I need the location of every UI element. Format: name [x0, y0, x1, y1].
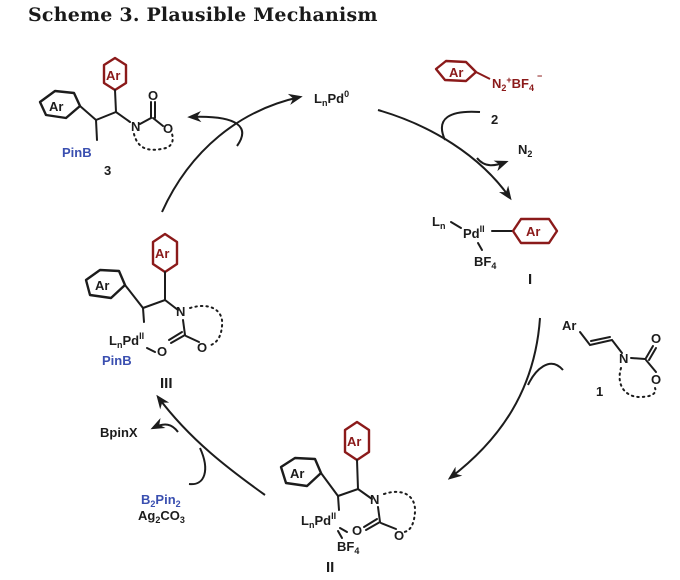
- svg-text:Ar: Ar: [49, 99, 63, 114]
- svg-text:Ar: Ar: [526, 224, 540, 239]
- reagents-b2pin2-ag2co3: B2Pin2 Ag2CO3: [138, 492, 185, 525]
- svg-text:PdII: PdII: [463, 224, 485, 241]
- n2-out-arrow: [476, 157, 509, 172]
- catalyst-lnpd0: LnPd0: [314, 89, 349, 108]
- svg-text:O: O: [197, 340, 207, 355]
- svg-text:LnPdII: LnPdII: [109, 331, 144, 350]
- byproduct-n2: N2: [518, 142, 532, 159]
- cycle-arrow-to-I: [377, 109, 512, 201]
- cycle-arrow-to-II: [447, 317, 541, 480]
- svg-text:Ln: Ln: [432, 214, 445, 231]
- svg-text:Ar: Ar: [95, 278, 109, 293]
- svg-text:Ag2CO3: Ag2CO3: [138, 508, 185, 525]
- cycle-arrow-to-III: [156, 394, 266, 496]
- svg-text:LnPdII: LnPdII: [301, 511, 336, 530]
- svg-text:B2Pin2: B2Pin2: [141, 492, 181, 509]
- product-3: Ar Ar N O O PinB 3: [38, 56, 174, 178]
- aryl-ring: [511, 217, 559, 245]
- intermediate-II: Ar Ar N O LnPdII O BF4 II: [279, 420, 417, 576]
- reagent-2-in-arrow: [440, 110, 481, 141]
- svg-text:Ar: Ar: [290, 466, 304, 481]
- svg-text:Ar: Ar: [106, 68, 120, 83]
- svg-text:PinB: PinB: [62, 145, 92, 160]
- svg-text:BF4: BF4: [337, 539, 359, 556]
- bpinx-out-arrow: [150, 417, 179, 433]
- reagent-2-aryldiazonium: Ar N2+BF4 − 2: [434, 59, 542, 127]
- svg-text:N: N: [176, 304, 185, 319]
- svg-text:1: 1: [596, 384, 603, 399]
- b2pin2-in-arrow: [188, 447, 207, 486]
- svg-text:−: −: [537, 71, 542, 81]
- svg-text:BF4: BF4: [474, 254, 496, 271]
- svg-text:O: O: [157, 344, 167, 359]
- svg-text:O: O: [148, 88, 158, 103]
- svg-text:I: I: [528, 271, 532, 288]
- svg-text:N2+BF4: N2+BF4: [492, 75, 534, 93]
- svg-text:O: O: [394, 528, 404, 543]
- svg-text:Ar: Ar: [449, 65, 463, 80]
- svg-text:N: N: [619, 351, 628, 366]
- svg-text:III: III: [160, 375, 173, 392]
- cycle-arrow-to-pd0: [161, 93, 303, 213]
- scheme-title: Scheme 3. Plausible Mechanism: [28, 4, 378, 26]
- svg-text:Ar: Ar: [155, 246, 169, 261]
- svg-text:O: O: [651, 331, 661, 346]
- svg-text:Ar: Ar: [562, 318, 576, 333]
- substrate-1-in-arrow: [527, 362, 564, 386]
- svg-text:LnPd0: LnPd0: [314, 89, 349, 108]
- intermediate-III: Ar Ar N O LnPdII O PinB III: [84, 232, 224, 392]
- svg-text:II: II: [326, 559, 334, 576]
- product-3-out-arrow: [187, 110, 244, 147]
- byproduct-bpinx: BpinX: [100, 425, 138, 440]
- intermediate-I: Ln PdII Ar BF4 I: [432, 214, 559, 288]
- svg-text:Ar: Ar: [347, 434, 361, 449]
- svg-text:PinB: PinB: [102, 353, 132, 368]
- svg-text:O: O: [352, 523, 362, 538]
- substrate-1: Ar N O O 1: [562, 318, 661, 399]
- svg-text:3: 3: [104, 163, 111, 178]
- svg-text:O: O: [163, 121, 173, 136]
- svg-text:O: O: [651, 372, 661, 387]
- svg-text:N: N: [131, 119, 140, 134]
- svg-text:N: N: [370, 492, 379, 507]
- svg-text:2: 2: [491, 112, 498, 127]
